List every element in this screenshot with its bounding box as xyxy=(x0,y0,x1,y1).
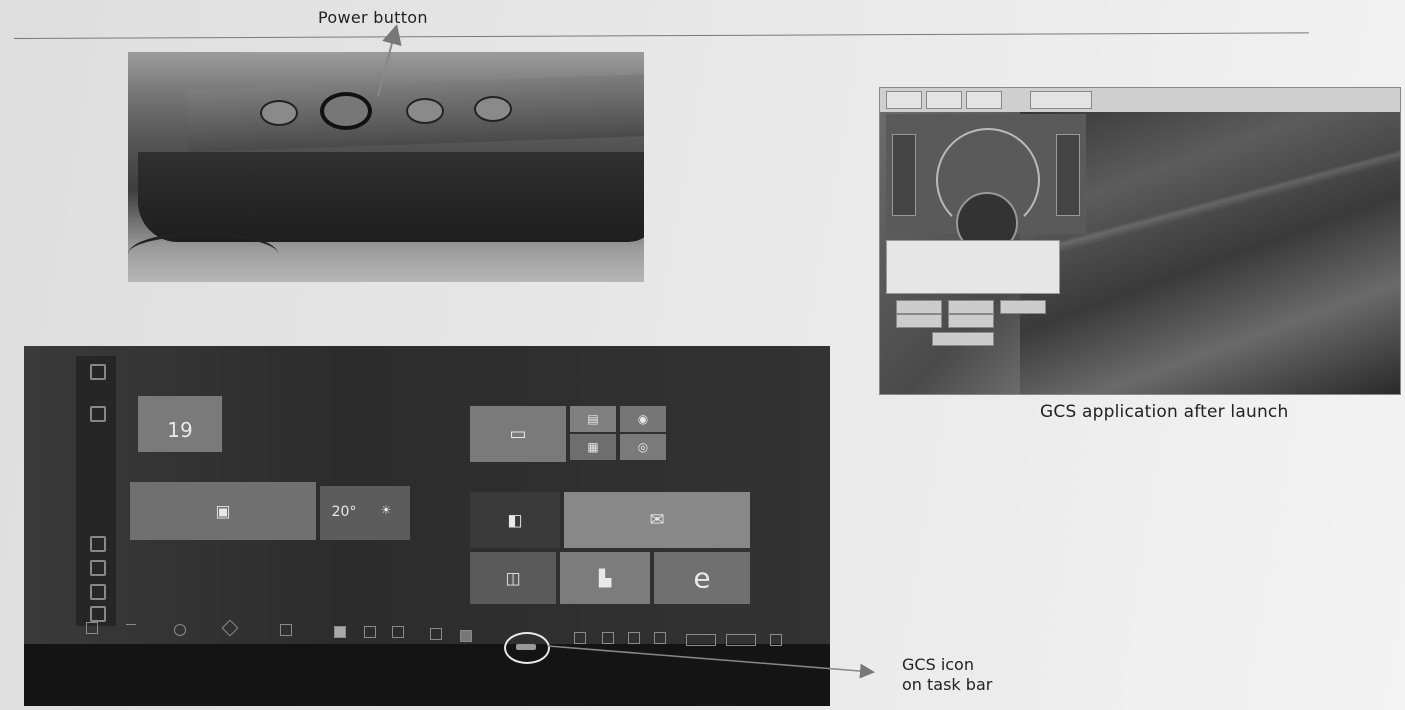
telemetry-cell xyxy=(933,243,973,267)
page-rule xyxy=(13,32,1309,39)
office-tile[interactable]: ◧ xyxy=(470,492,560,548)
calculator-tile[interactable]: ▦ xyxy=(570,434,616,460)
tile-group-title xyxy=(124,464,174,473)
office-icon: ◧ xyxy=(507,510,523,530)
device-button-1 xyxy=(260,100,298,126)
user-icon[interactable] xyxy=(90,536,106,552)
contacts-tile[interactable]: ◫ xyxy=(470,552,556,604)
gcs-control-button[interactable] xyxy=(948,300,994,314)
gcs-icon-glyph xyxy=(516,644,536,650)
tile-group-title xyxy=(454,384,484,393)
sun-icon: ☀ xyxy=(380,503,392,517)
telemetry-cell xyxy=(1017,243,1057,267)
mail-tile[interactable]: ✉ xyxy=(564,492,750,548)
camera-tile[interactable]: ◎ xyxy=(620,434,666,460)
store-tile[interactable]: ▣ xyxy=(130,482,316,540)
groove-tile[interactable]: ◉ xyxy=(620,406,666,432)
music-icon: ◉ xyxy=(637,412,649,426)
edge-icon: e xyxy=(693,561,711,595)
device-photo xyxy=(128,52,644,282)
power-button-caption: Power button xyxy=(318,8,428,27)
taskbar-app-icon[interactable] xyxy=(334,626,346,638)
start-menu-screenshot: 19 ▣ 20° ☀ ▭ ▤ ◉ ▦ ◎ ◧ ✉ ◫ ▙ e xyxy=(24,346,830,706)
gcs-icon-caption: GCS icon on task bar xyxy=(902,655,1062,695)
gcs-menubar xyxy=(880,88,1400,112)
device-button-4 xyxy=(474,96,512,122)
tray-icon[interactable] xyxy=(628,632,640,644)
device-button-3 xyxy=(406,98,444,124)
gcs-flight-hud xyxy=(886,114,1086,254)
gcs-app-screenshot xyxy=(880,88,1400,394)
device-body xyxy=(138,152,644,242)
movies-tile[interactable]: ▤ xyxy=(570,406,616,432)
gcs-altitude-tape xyxy=(1056,134,1080,216)
camera-icon: ◎ xyxy=(637,440,649,454)
gcs-menu-dropdown[interactable] xyxy=(1030,91,1092,109)
task-view-icon[interactable] xyxy=(221,619,239,637)
photo-icon: ▭ xyxy=(509,423,527,445)
tray-icon[interactable] xyxy=(574,632,586,644)
calendar-tile[interactable]: 19 xyxy=(138,396,222,452)
gcs-speed-tape xyxy=(892,134,916,216)
tray-date[interactable] xyxy=(726,634,756,646)
note-icon: ▙ xyxy=(598,568,612,588)
back-arrow-icon[interactable] xyxy=(126,624,136,635)
start-icon[interactable] xyxy=(86,622,98,634)
mail-icon: ✉ xyxy=(649,509,665,531)
documents-icon[interactable] xyxy=(90,560,106,576)
gcs-control-button[interactable] xyxy=(948,314,994,328)
power-button[interactable] xyxy=(320,92,372,130)
gcs-attitude-arc xyxy=(936,128,1040,232)
taskbar-app-icon[interactable] xyxy=(364,626,376,638)
gcs-control-button[interactable] xyxy=(896,300,942,314)
sticky-notes-tile[interactable]: ▙ xyxy=(560,552,650,604)
telemetry-cell xyxy=(975,243,1015,267)
taskbar-app-icon[interactable] xyxy=(460,630,472,642)
taskbar-app-icon[interactable] xyxy=(392,626,404,638)
windows-taskbar xyxy=(24,644,830,706)
gcs-icon-caption-line1: GCS icon xyxy=(902,655,974,674)
search-icon[interactable] xyxy=(174,624,186,636)
tray-icon[interactable] xyxy=(654,632,666,644)
gcs-menu-button-2[interactable] xyxy=(926,91,962,109)
weather-temp: 20° xyxy=(331,504,357,520)
gcs-telemetry-panel xyxy=(886,240,1060,294)
taskbar-app-icon[interactable] xyxy=(430,628,442,640)
apps-list-icon[interactable] xyxy=(90,406,106,422)
power-icon[interactable] xyxy=(90,606,106,622)
gcs-after-launch-caption: GCS application after launch xyxy=(1040,402,1289,422)
gcs-menu-button-3[interactable] xyxy=(966,91,1002,109)
calculator-icon: ▦ xyxy=(587,440,599,454)
start-left-rail xyxy=(76,356,116,626)
edge-tile[interactable]: e xyxy=(654,552,750,604)
taskbar-app-icon[interactable] xyxy=(280,624,292,636)
settings-icon[interactable] xyxy=(90,584,106,600)
telemetry-cell xyxy=(891,243,931,267)
tile-group-title xyxy=(124,378,184,387)
film-icon: ▤ xyxy=(587,412,599,426)
bag-icon: ▣ xyxy=(215,501,231,521)
calendar-day: 19 xyxy=(167,417,193,442)
gcs-mode-select[interactable] xyxy=(932,332,994,346)
gcs-menu-button-1[interactable] xyxy=(886,91,922,109)
tray-icon[interactable] xyxy=(602,632,614,644)
hamburger-icon[interactable] xyxy=(90,364,106,380)
notification-icon[interactable] xyxy=(770,634,782,646)
photos-tile[interactable]: ▭ xyxy=(470,406,566,462)
gcs-control-button[interactable] xyxy=(896,314,942,328)
weather-tile[interactable]: 20° ☀ xyxy=(320,486,410,540)
gcs-taskbar-icon[interactable] xyxy=(504,632,550,664)
device-cable xyxy=(128,232,278,276)
gcs-icon-caption-line2: on task bar xyxy=(902,675,993,694)
contacts-icon: ◫ xyxy=(505,568,521,588)
tray-clock[interactable] xyxy=(686,634,716,646)
gcs-control-button[interactable] xyxy=(1000,300,1046,314)
